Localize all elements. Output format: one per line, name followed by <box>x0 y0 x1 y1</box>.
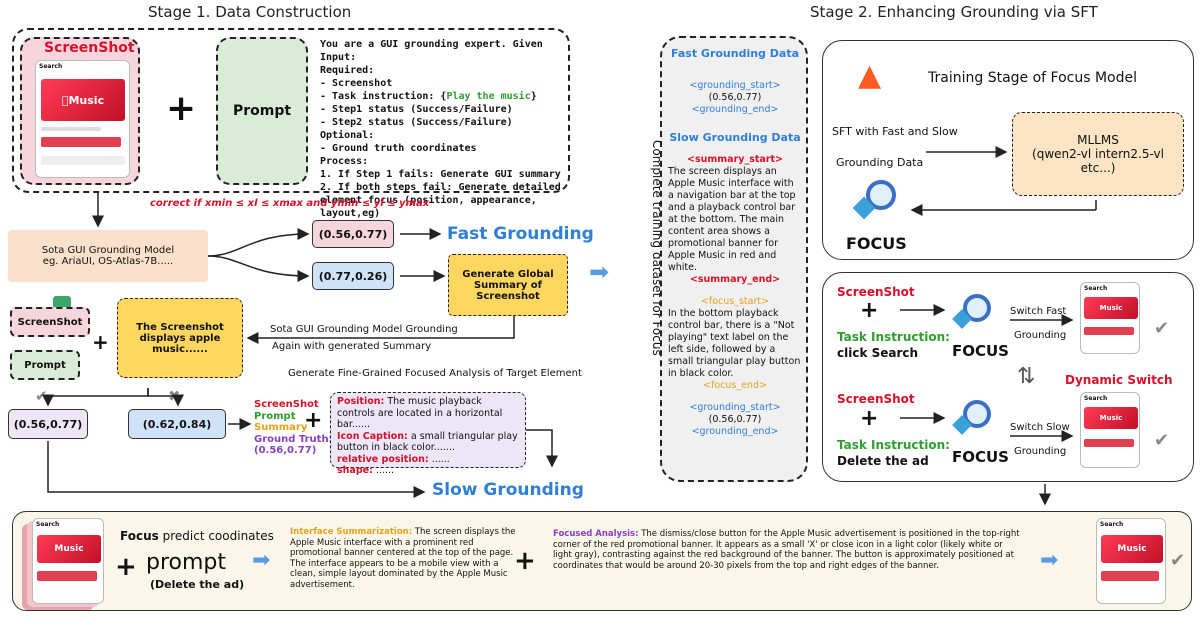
fine-grained-label: Generate Fine-Grained Focused Analysis o… <box>288 368 582 379</box>
prompt-word: prompt <box>146 550 227 575</box>
coord-bad-box: (0.62,0.84) <box>128 409 226 439</box>
apple-icon:  <box>62 94 69 107</box>
mllms-box: MLLMS (qwen2-vl intern2.5-vl etc...) <box>1012 112 1184 196</box>
task-val-a: click Search <box>837 346 919 360</box>
plus-a-icon: + <box>860 298 879 323</box>
prompt-small-box: Prompt <box>10 350 80 380</box>
plus-focus-icon: + <box>304 408 323 433</box>
dynamic-switch-label: Dynamic Switch <box>1065 373 1173 387</box>
focus-logo-icon <box>852 178 900 222</box>
fast-grounding-label: Fast Grounding <box>447 224 594 244</box>
screenshot-b-label: ScreenShot <box>837 392 915 406</box>
bottom-result-phone: Search Music <box>1096 518 1166 604</box>
global-summary-box: Generate Global Summary of Screenshot <box>448 254 568 316</box>
switch-slow-label: Switch Slow <box>1010 422 1070 433</box>
screenshot-small-box: ScreenShot <box>10 307 90 337</box>
bottom-arrow-2-icon: ➡ <box>1040 548 1059 573</box>
input-list: ScreenShot Prompt Summary Ground Truth: … <box>254 399 333 456</box>
phone-thumbnail: Search Music <box>35 60 130 178</box>
switch-panel <box>822 272 1194 482</box>
coord-ok-box: (0.56,0.77) <box>8 409 88 439</box>
focus-logo-a-label: FOCUS <box>952 342 1009 360</box>
prompt-card: Prompt <box>216 37 308 185</box>
phone-player-bar <box>41 156 125 165</box>
coord-wrong-box: (0.77,0.26) <box>312 262 394 290</box>
instruction-text: You are a GUI grounding expert. Given In… <box>320 39 561 219</box>
focus-predict-label: Focus predict coodinates <box>120 529 274 543</box>
check-b-icon: ✔ <box>1154 430 1170 451</box>
arrow-sota-wrong <box>207 255 310 282</box>
screenshot-desc-box: The Screenshot displays apple music.....… <box>117 298 243 378</box>
phone-a-thumbnail: Search Music <box>1080 282 1140 354</box>
arrow-bad <box>147 388 184 407</box>
training-panel <box>822 40 1194 260</box>
delete-ad-label: (Delete the ad) <box>150 578 245 591</box>
task-val-b: Delete the ad <box>837 454 929 468</box>
task-instr-a: Task Instruction: <box>837 330 950 344</box>
stage1-input-panel <box>12 28 570 193</box>
slow-grounding-label: Slow Grounding <box>432 480 584 500</box>
arrow-ok <box>42 388 149 407</box>
switch-cycle-icon: ⇅ <box>1017 364 1036 389</box>
task-instr-b: Task Instruction: <box>837 438 950 452</box>
grounding-b-label: Grounding <box>1014 446 1067 457</box>
arrow-sota-fast <box>207 228 310 257</box>
grounding-a-label: Grounding <box>1014 330 1067 341</box>
training-title: Training Stage of Focus Model <box>928 70 1138 86</box>
focused-analysis-text: Focused Analysis: The dismiss/close butt… <box>553 529 1020 571</box>
sota-again-label2: Again with generated Summary <box>272 341 432 352</box>
fire-icon: ▲ <box>858 58 882 93</box>
correct-condition: correct if xmin ≤ xl ≤ xmax and ymin ≤ y… <box>150 198 430 209</box>
plus-bottom-icon: + <box>115 552 137 582</box>
screenshot-a-label: ScreenShot <box>837 285 915 299</box>
focus-logo-b-icon <box>952 398 995 438</box>
sota-model-box: Sota GUI Grounding Model eg. AriaUI, OS-… <box>8 230 208 282</box>
coord-fast-box: (0.56,0.77) <box>312 220 394 248</box>
phone-text-row <box>41 127 101 131</box>
bottom-check-icon: ✔ <box>1170 550 1186 571</box>
dataset-content: Fast Grounding Data <grounding_start> (0… <box>668 47 801 438</box>
dataset-panel <box>660 36 808 482</box>
grounding-data-label: Grounding Data <box>836 156 924 169</box>
bottom-panel <box>12 511 1192 611</box>
transition-arrow-icon: ➡ <box>589 258 610 286</box>
arrow-slow <box>47 441 426 498</box>
screenshot-card-label: ScreenShot <box>44 40 135 56</box>
plus-b-icon: + <box>860 406 879 431</box>
sota-again-label1: Sota GUI Grounding Model Grounding <box>270 324 458 335</box>
plus-icon: + <box>166 88 197 129</box>
interface-summary-text: Interface Summarization: The screen disp… <box>290 527 516 590</box>
switch-fast-label: Switch Fast <box>1010 306 1067 317</box>
phone-b-thumbnail: Search Music <box>1080 392 1140 468</box>
bottom-arrow-1-icon: ➡ <box>252 548 271 573</box>
phone-category-row <box>41 137 121 147</box>
arrow-summary-back <box>246 316 515 344</box>
arrow-focus-down <box>526 429 558 468</box>
phone-banner: Music <box>41 79 125 121</box>
focus-logo-b-label: FOCUS <box>952 448 1009 466</box>
bottom-phone-stack: Search Music <box>32 518 104 604</box>
plus-bottom2-icon: + <box>514 546 536 576</box>
sft-label: SFT with Fast and Slow <box>832 125 958 138</box>
focus-logo-a-icon <box>952 292 995 332</box>
stage2-title: Stage 2. Enhancing Grounding via SFT <box>810 3 1098 21</box>
check-a-icon: ✔ <box>1154 318 1170 339</box>
phone-header: Search <box>39 63 63 70</box>
focus-logo-label: FOCUS <box>846 234 907 253</box>
plus-small-icon: + <box>92 330 109 354</box>
stage1-title: Stage 1. Data Construction <box>148 3 352 21</box>
focus-analysis-box: Position: The music playback controls ar… <box>330 392 526 476</box>
